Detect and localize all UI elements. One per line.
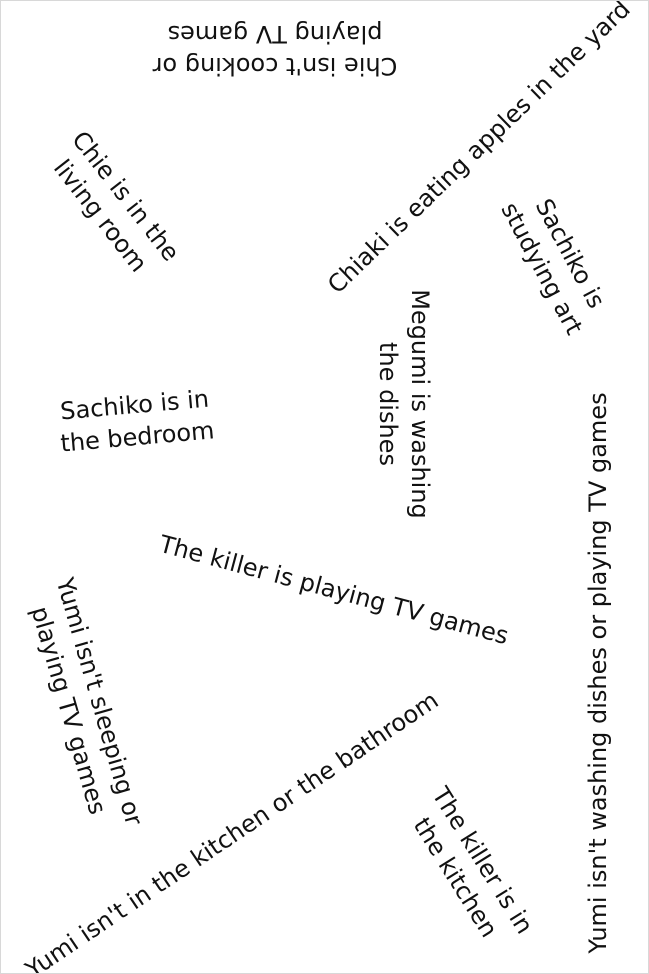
clue-killer-playing-tv: The killer is playing TV games	[156, 528, 512, 652]
clue-sachiko-studying-art: Sachiko is studying art	[494, 182, 619, 340]
clue-yumi-not-washing-dishes: Yumi isn't washing dishes or playing TV …	[582, 392, 614, 953]
clue-sachiko-bedroom: Sachiko is in the bedroom	[56, 382, 215, 459]
clue-line: The killer is playing TV games	[156, 529, 512, 651]
clue-chie-not-cooking: Chie isn't cooking or playing TV games	[153, 18, 398, 82]
clue-line: the dishes	[374, 342, 402, 466]
clue-yumi-not-sleeping: Yumi isn't sleeping or playing TV games	[18, 574, 150, 838]
clue-line: Chie isn't cooking or	[152, 52, 398, 80]
clue-megumi-washing-dishes: Megumi is washing the dishes	[372, 289, 436, 519]
clue-line: Megumi is washing	[406, 289, 434, 519]
clue-line: playing TV games	[167, 20, 383, 48]
clue-killer-in-kitchen: The killer is in the kitchen	[398, 781, 541, 957]
clue-chie-living-room: Chie is in the living room	[40, 125, 187, 288]
clue-line: Yumi isn't washing dishes or playing TV …	[584, 392, 612, 954]
